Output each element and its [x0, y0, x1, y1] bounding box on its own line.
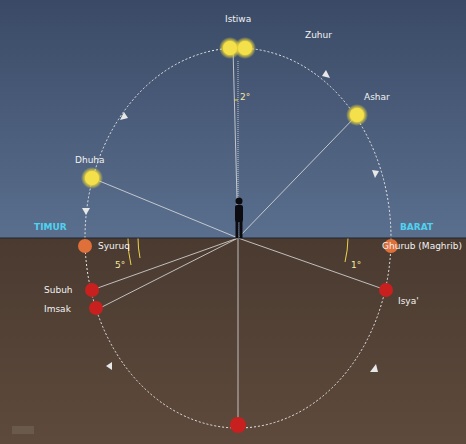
sun-label: Ashar: [364, 92, 390, 102]
sun-label: Istiwa: [225, 14, 251, 24]
sun-label: Ghurub (Maghrib): [382, 241, 462, 251]
sun-label: Dhuha: [75, 155, 105, 165]
sun-label: Subuh: [44, 285, 73, 295]
sun-label: Syuruq: [98, 241, 130, 251]
angle-label: 1°: [351, 260, 361, 270]
sun-label: Isya': [398, 296, 419, 306]
sun-label: Imsak: [44, 304, 71, 314]
sun-label: Zuhur: [305, 30, 332, 40]
direction-label: TIMUR: [34, 222, 67, 232]
angle-label: 5°: [115, 260, 125, 270]
angle-label: 2°: [240, 92, 250, 102]
direction-label: BARAT: [400, 222, 433, 232]
